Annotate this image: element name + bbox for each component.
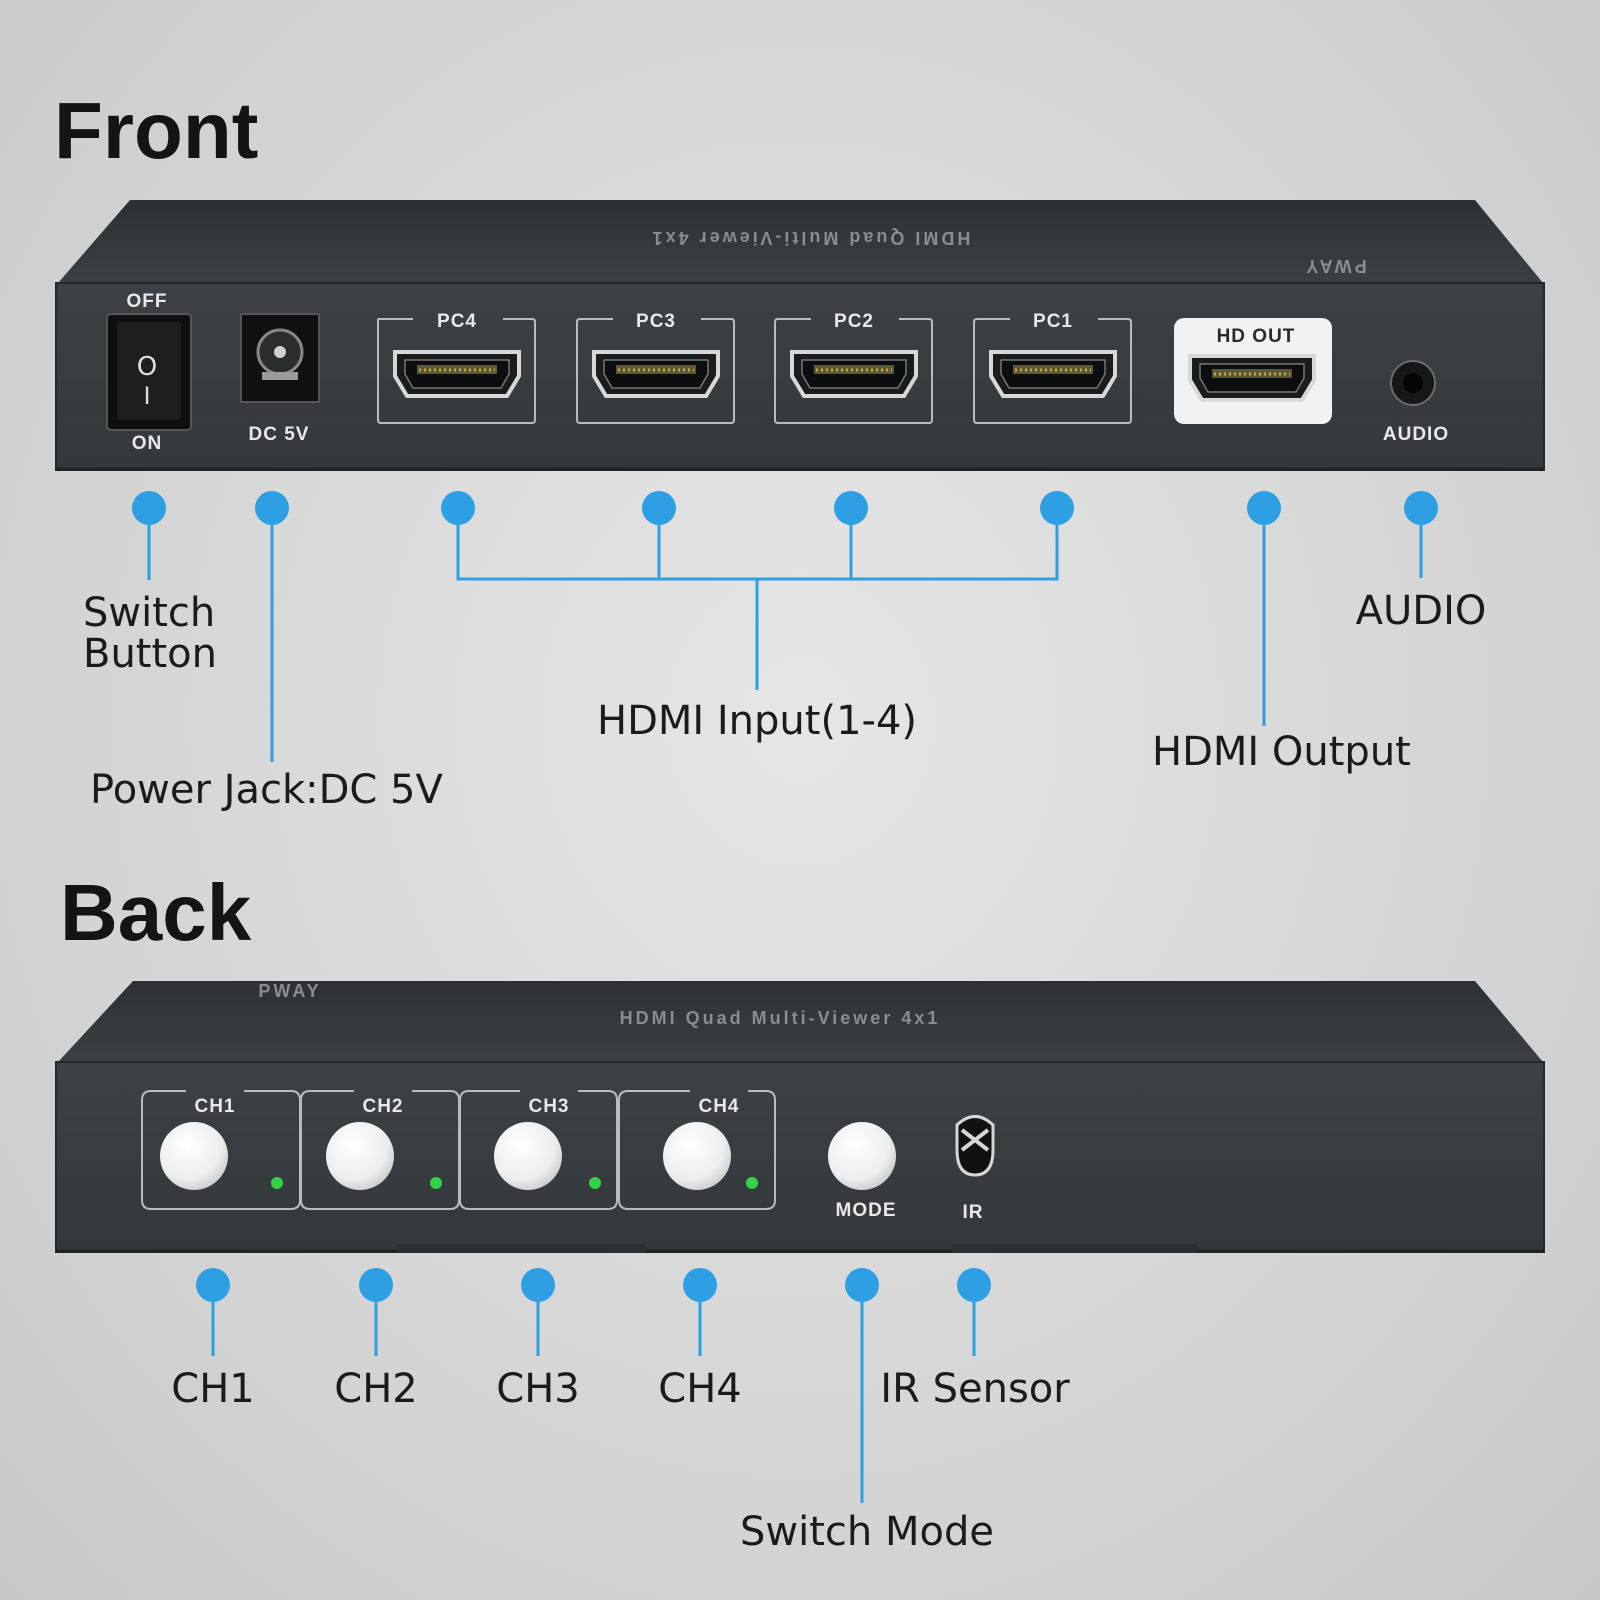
back-top-brand: PWAY [258, 981, 321, 1001]
callout-ch2: CH2 [334, 1366, 417, 1412]
callout-switch-button-line1: Switch [83, 590, 215, 636]
hdmi-output-port[interactable] [1174, 318, 1332, 424]
ch3-button[interactable] [494, 1122, 562, 1190]
callout-ch1: CH1 [171, 1366, 254, 1412]
callout-ch4: CH4 [658, 1366, 741, 1412]
callout-audio: AUDIO [1356, 588, 1487, 634]
ch2-led [430, 1177, 442, 1189]
callout-hdmi-input: HDMI Input(1-4) [597, 698, 917, 744]
pc3-label: PC3 [636, 311, 676, 332]
ch2-button-group[interactable] [300, 1090, 460, 1210]
callout-ch3: CH3 [496, 1366, 579, 1412]
front-top-print: HDMI Quad Multi-Viewer 4x1 [650, 228, 971, 248]
front-callouts: Switch Button Power Jack:DC 5V HDMI Inpu… [83, 491, 1486, 813]
ch2-panel-label: CH2 [362, 1096, 403, 1117]
hdmi-input-pc3[interactable] [576, 318, 735, 424]
switch-off-label: OFF [127, 291, 168, 312]
mode-button[interactable] [828, 1122, 896, 1190]
hdmi-input-pc2[interactable] [774, 318, 933, 424]
ch4-panel-label: CH4 [698, 1096, 739, 1117]
audio-jack[interactable] [1390, 360, 1436, 406]
callout-switch-button-line2: Button [83, 631, 217, 677]
ch3-led [589, 1177, 601, 1189]
mode-panel-label: MODE [836, 1200, 897, 1221]
audio-panel-label: AUDIO [1383, 424, 1449, 445]
back-heading: Back [60, 868, 252, 957]
ch3-button-group[interactable] [459, 1090, 618, 1210]
dc-5v-label: DC 5V [249, 424, 310, 445]
ch1-led [271, 1177, 283, 1189]
ch1-button[interactable] [160, 1122, 228, 1190]
ch1-panel-label: CH1 [194, 1096, 235, 1117]
switch-on-symbol: I [143, 382, 150, 410]
foot-right [952, 1244, 1198, 1253]
back-top-print: HDMI Quad Multi-Viewer 4x1 [620, 1008, 941, 1028]
back-device-top [58, 981, 1543, 1062]
ch4-button[interactable] [663, 1122, 731, 1190]
callout-hdmi-output: HDMI Output [1152, 729, 1411, 775]
ch2-button[interactable] [326, 1122, 394, 1190]
back-callouts: CH1 CH2 CH3 CH4 Switch Mode IR Sensor [171, 1268, 1070, 1555]
ch1-button-group[interactable] [141, 1090, 301, 1210]
back-device: PWAY HDMI Quad Multi-Viewer 4x1 CH1 CH2 … [55, 981, 1545, 1253]
switch-on-label: ON [132, 433, 163, 454]
ir-sensor [955, 1115, 995, 1177]
ch4-button-group[interactable] [618, 1090, 776, 1210]
pc2-label: PC2 [834, 311, 874, 332]
switch-off-symbol: O [137, 352, 157, 382]
hd-out-label: HD OUT [1217, 326, 1296, 347]
foot-left [398, 1244, 646, 1253]
callout-ir-sensor: IR Sensor [880, 1366, 1070, 1412]
front-heading: Front [54, 86, 258, 175]
pc1-label: PC1 [1033, 311, 1073, 332]
hdmi-input-pc1[interactable] [973, 318, 1132, 424]
ch4-led [746, 1177, 758, 1189]
power-switch[interactable]: O I [106, 313, 192, 431]
callout-power-jack: Power Jack:DC 5V [90, 767, 443, 813]
ch3-panel-label: CH3 [528, 1096, 569, 1117]
pc4-label: PC4 [437, 311, 477, 332]
front-device-top [58, 200, 1543, 283]
hdmi-input-pc4[interactable] [377, 318, 536, 424]
ir-panel-label: IR [963, 1202, 984, 1223]
dc-power-jack[interactable] [240, 313, 320, 403]
callout-switch-mode: Switch Mode [740, 1509, 994, 1555]
front-top-brand: PWAY [1303, 256, 1366, 276]
front-device: HDMI Quad Multi-Viewer 4x1 PWAY OFF O I … [55, 200, 1545, 471]
